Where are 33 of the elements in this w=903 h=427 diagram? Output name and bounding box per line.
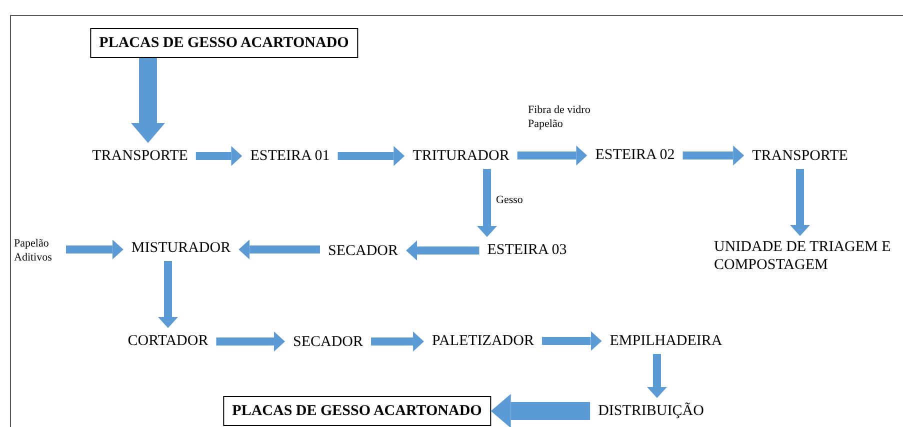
block-arrow: [131, 58, 165, 143]
process-step: SECADOR: [285, 329, 371, 355]
process-step: TRITURADOR: [404, 143, 518, 169]
process-step: PALETIZADOR: [424, 328, 542, 354]
block-arrow: [406, 240, 480, 260]
block-arrow: [196, 146, 242, 166]
process-step: EMPILHADEIRA: [602, 328, 730, 354]
process-step: DISTRIBUIÇÃO: [590, 398, 712, 424]
product-box: PLACAS DE GESSO ACARTONADO: [223, 396, 491, 426]
process-step: UNIDADE DE TRIAGEM E COMPOSTAGEM: [710, 236, 896, 276]
block-arrow: [238, 240, 320, 260]
process-step: TRANSPORTE: [744, 143, 856, 169]
block-arrow: [371, 332, 424, 352]
product-box: PLACAS DE GESSO ACARTONADO: [90, 28, 358, 58]
process-step: CORTADOR: [120, 328, 216, 354]
block-arrow: [490, 394, 590, 427]
process-step: SECADOR: [320, 238, 406, 264]
block-arrow: [517, 146, 588, 166]
block-arrow: [542, 331, 602, 351]
process-step: ESTEIRA 03: [479, 237, 575, 263]
process-step: ESTEIRA 02: [587, 142, 683, 168]
block-arrow: [477, 169, 497, 237]
block-arrow: [682, 146, 744, 166]
process-step: ESTEIRA 01: [242, 143, 338, 169]
block-arrow: [338, 146, 405, 166]
block-arrow: [216, 332, 285, 352]
block-arrow: [790, 169, 810, 236]
process-step: MISTURADOR: [123, 235, 239, 261]
input-label: Papelão Aditivos: [10, 235, 66, 267]
block-arrow: [647, 354, 667, 398]
block-arrow: [66, 240, 124, 260]
process-step: TRANSPORTE: [84, 143, 196, 169]
block-arrow: [158, 261, 178, 328]
